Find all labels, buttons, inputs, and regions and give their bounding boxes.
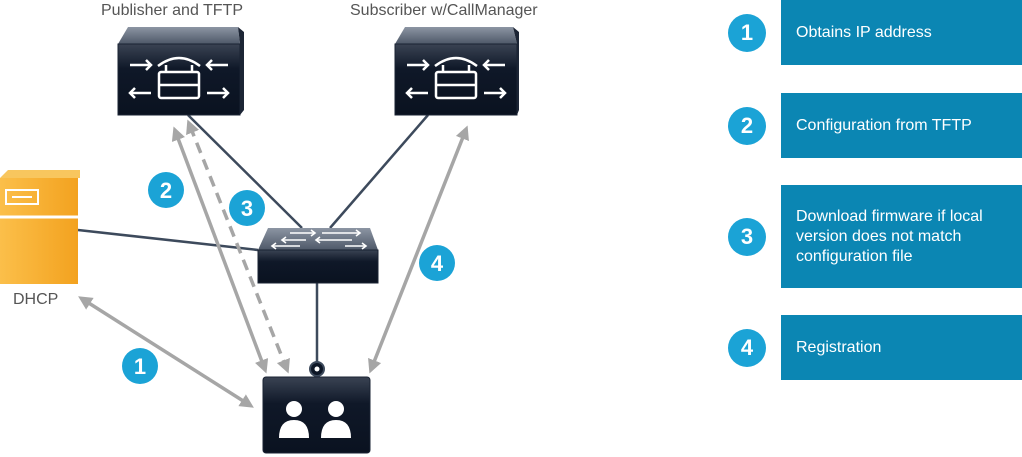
step-number-badge: 2	[728, 107, 766, 145]
video-endpoint	[262, 361, 371, 454]
diagram-badge-2-text: 2	[160, 178, 172, 203]
link-subscriber-switch	[329, 114, 429, 229]
subscriber-label: Subscriber w/CallManager	[350, 2, 538, 19]
diagram-step-badges: 1 2 3 4	[122, 172, 455, 384]
drawer-handle-icon	[5, 189, 39, 205]
step-description: Configuration from TFTP	[781, 93, 1022, 158]
flow-arrows	[78, 119, 469, 408]
publisher-label: Publisher and TFTP	[101, 2, 243, 19]
arrow-step-1	[78, 296, 254, 408]
step-description: Obtains IP address	[781, 0, 1022, 65]
users-icon	[279, 401, 351, 438]
step-number-badge: 3	[728, 218, 766, 256]
subscriber-server	[394, 27, 519, 116]
network-links	[77, 114, 429, 362]
step-number-badge: 1	[728, 14, 766, 52]
diagram-badge-3: 3	[229, 190, 265, 226]
diagram-badge-1-text: 1	[134, 354, 146, 379]
network-switch	[257, 228, 379, 284]
dhcp-server	[0, 170, 80, 284]
step-number-badge: 4	[728, 329, 766, 367]
call-manager-icon	[128, 56, 230, 100]
publisher-server	[117, 27, 244, 116]
diagram-badge-4-text: 4	[431, 251, 444, 276]
arrow-step-4	[368, 125, 469, 374]
step-description: Download firmware if local version does …	[781, 185, 1022, 288]
diagram-badge-1: 1	[122, 348, 158, 384]
diagram-badge-2: 2	[148, 172, 184, 208]
arrow-step-3	[186, 119, 290, 374]
diagram-badge-3-text: 3	[241, 196, 253, 221]
step-description: Registration	[781, 315, 1022, 380]
call-manager-icon	[405, 56, 507, 100]
diagram-badge-4: 4	[419, 245, 455, 281]
dhcp-label: DHCP	[13, 291, 59, 308]
switch-arrows-icon	[270, 229, 368, 250]
